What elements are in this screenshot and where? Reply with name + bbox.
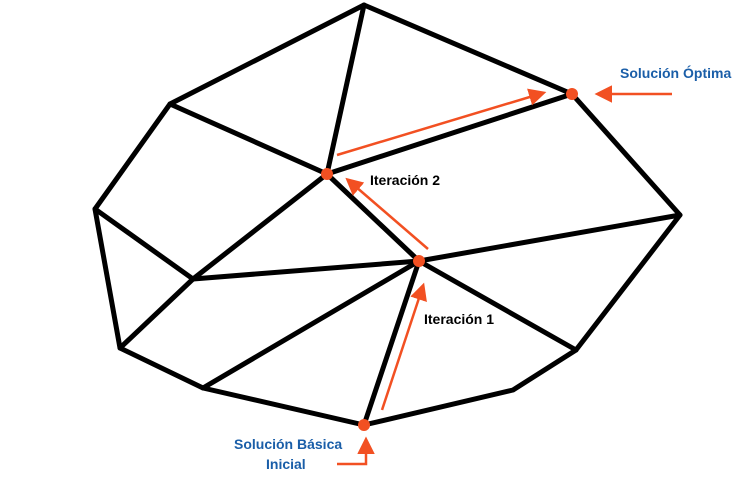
edge-v2-to-inner-left [190,171,330,282]
path-vertices [321,88,578,431]
initial-vertex [358,419,370,431]
iteration2-label: Iteración 2 [370,172,440,188]
edge-inner-left-to-v1 [190,258,422,282]
iteration2-vertex [321,168,333,180]
edge-v2-to-optimal [324,91,575,177]
edge-inner-left-to-lowerleft [117,276,196,351]
optimal-solution-label: Solución Óptima [620,64,731,81]
edge-v1-to-right [416,212,683,264]
edge-v1-to-lowermid [200,258,422,391]
edge-v1-to-initial [361,258,422,428]
edge-leftupper-to-v2 [167,101,330,177]
initial-solution-label-line2: Inicial [266,456,306,472]
arrow-initial-to-v1 [380,282,427,411]
polytope-interior-edges [92,2,683,428]
iteration1-vertex [413,255,425,267]
arrow-v2-to-optimal [336,88,547,157]
optimal-vertex [566,88,578,100]
edge-v2-to-v1 [324,171,422,264]
edge-top-to-v2 [324,2,367,177]
arrow-v1-to-v2 [345,177,429,250]
arrow-initial-callout [337,436,375,466]
edge-v1-to-lowerright [416,258,579,353]
iteration1-label: Iteración 1 [424,311,494,327]
iteration-arrows [336,88,547,411]
callout-arrows [337,85,672,466]
edge-left-to-inner-left [92,206,196,282]
initial-solution-label-line1: Solución Básica [234,436,342,452]
